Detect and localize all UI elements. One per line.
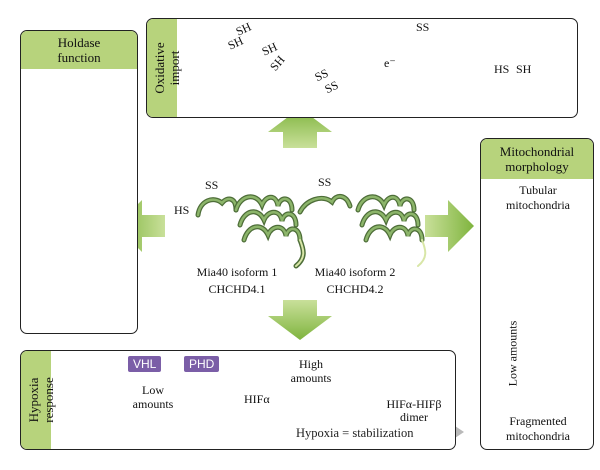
hypoxia-header bbox=[21, 351, 51, 449]
mito-title: Mitochondrial morphology bbox=[499, 144, 575, 174]
hif-dimer-label: HIFα-HIFβ dimer bbox=[386, 397, 442, 424]
hyp-high-amounts: High amounts bbox=[290, 357, 332, 385]
center-hs-label: HS bbox=[174, 203, 190, 217]
oxidative-import-title: Oxidative import bbox=[152, 42, 182, 94]
isoform1-name: Mia40 isoform 1 bbox=[196, 265, 278, 279]
isoform1-gene: CHCHD4.1 bbox=[208, 282, 266, 296]
isoform2-gene: CHCHD4.2 bbox=[326, 282, 384, 296]
ox-sh-5: SH bbox=[516, 62, 532, 76]
hypoxia-label: Hypoxia = stabilization bbox=[296, 426, 414, 440]
mia40-isoform2-protein bbox=[297, 194, 427, 267]
oxidative-import-panel bbox=[146, 18, 578, 118]
ox-electron: e⁻ bbox=[384, 56, 396, 70]
phd-badge: PHD bbox=[184, 356, 220, 372]
normoxia-label: Normoxia = degradation bbox=[124, 426, 247, 440]
center-ss-label-2: SS bbox=[318, 175, 332, 189]
isoform2-name: Mia40 isoform 2 bbox=[314, 265, 396, 279]
arrow-left bbox=[116, 200, 165, 252]
ox-ss-top: SS bbox=[416, 20, 430, 34]
mito-header: Mitochondrial morphology bbox=[481, 139, 593, 179]
ox-hs: HS bbox=[494, 62, 510, 76]
arrow-right bbox=[425, 200, 474, 252]
hif-alpha-label: HIFα bbox=[244, 392, 270, 406]
center-ss-label-1: SS bbox=[205, 178, 219, 192]
vhl-badge: VHL bbox=[128, 356, 162, 372]
hypoxia-panel bbox=[20, 350, 456, 450]
arrow-down bbox=[268, 300, 332, 340]
hyp-low-amounts: Low amounts bbox=[132, 383, 174, 411]
holdase-panel bbox=[20, 30, 138, 334]
mito-panel bbox=[480, 138, 594, 450]
arrow-up bbox=[268, 108, 332, 148]
fragmented-label: Fragmented mitochondria bbox=[506, 414, 570, 443]
oxidative-import-header bbox=[147, 19, 177, 117]
tubular-label: Tubular mitochondria bbox=[506, 183, 570, 212]
mia40-isoform1-protein bbox=[195, 194, 306, 269]
holdase-title: Holdase function bbox=[57, 35, 101, 65]
hypoxia-title: Hypoxia response bbox=[26, 377, 56, 423]
holdase-header: Holdase function bbox=[21, 31, 137, 69]
low-amounts-label: Low amounts bbox=[505, 320, 520, 387]
